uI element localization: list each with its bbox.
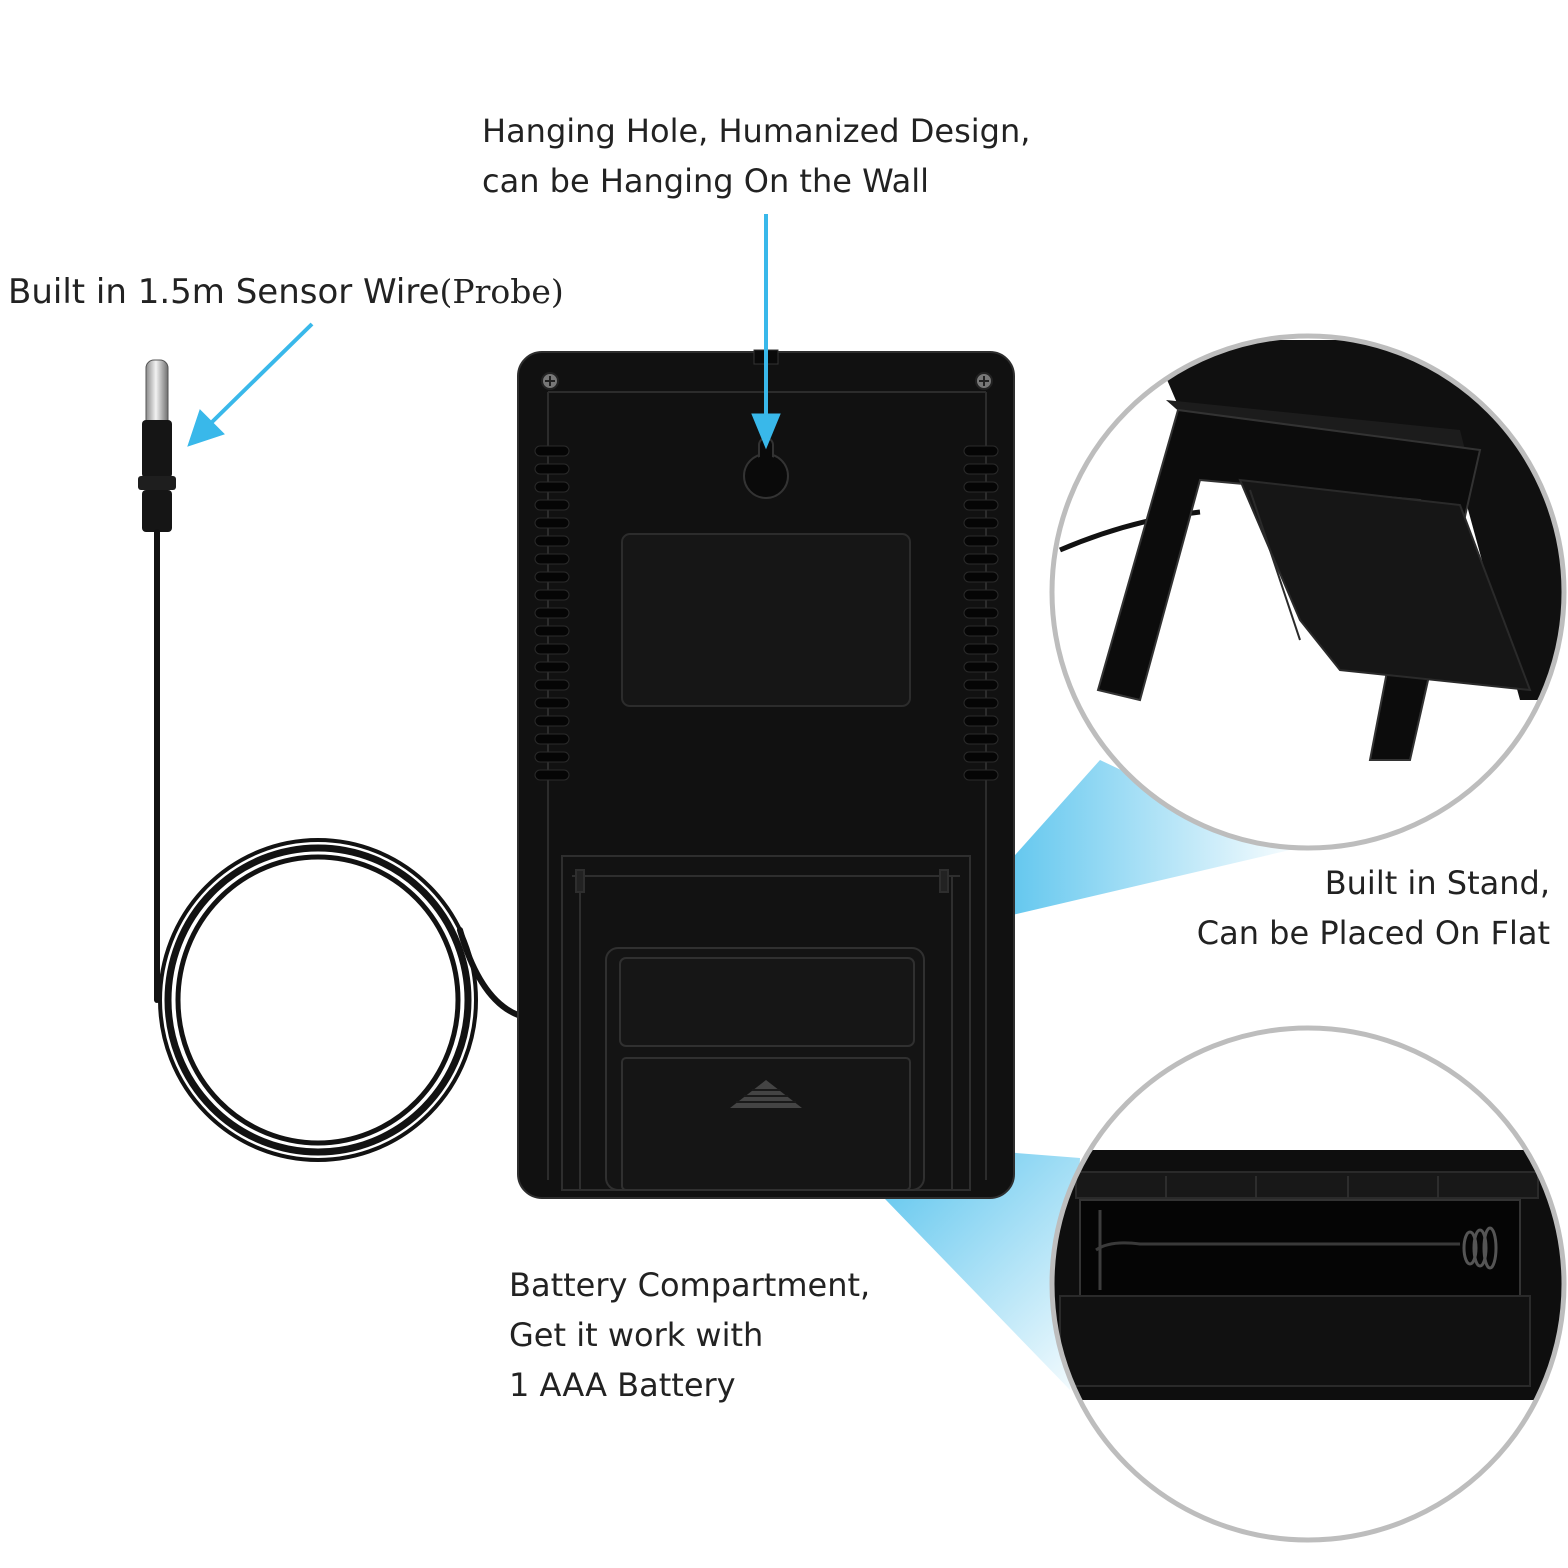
label-recess (621, 533, 911, 707)
battery-callout: Battery Compartment, Get it work with 1 … (509, 1260, 870, 1410)
hanging-hole (743, 437, 789, 499)
hanging-hole-arrow (751, 214, 781, 450)
stand-zoom-beam (948, 760, 1290, 930)
battery-zoom-circle (1049, 1025, 1567, 1543)
battery-line-3: 1 AAA Battery (509, 1366, 736, 1404)
stand-line-2: Can be Placed On Flat (1196, 914, 1550, 952)
vent-slots-right (963, 445, 999, 781)
sensor-wire-callout: Built in 1.5m Sensor Wire(Probe) (8, 272, 564, 312)
hanging-hole-line-2: can be Hanging On the Wall (482, 162, 930, 200)
hanging-hole-line-1: Hanging Hole, Humanized Design, (482, 112, 1031, 150)
battery-door (605, 947, 925, 1191)
sensor-wire-arrow (187, 322, 314, 447)
stand-line-1: Built in Stand, (1324, 864, 1550, 902)
stand-callout: Built in Stand, Can be Placed On Flat (1197, 858, 1550, 958)
stand-zoom-circle (1049, 333, 1567, 851)
battery-spring-icon (1462, 1226, 1498, 1270)
battery-line-1: Battery Compartment, (509, 1266, 871, 1304)
probe-label: (Probe) (439, 272, 564, 311)
hanging-hole-callout: Hanging Hole, Humanized Design, can be H… (482, 106, 1030, 206)
sensor-wire (154, 529, 521, 1162)
battery-zoom-beam (826, 1138, 1080, 1390)
sensor-wire-label: Built in 1.5m Sensor Wire (8, 272, 440, 312)
vent-slots-left (534, 445, 570, 781)
sensor-probe (138, 359, 176, 532)
battery-line-2: Get it work with (509, 1316, 764, 1354)
